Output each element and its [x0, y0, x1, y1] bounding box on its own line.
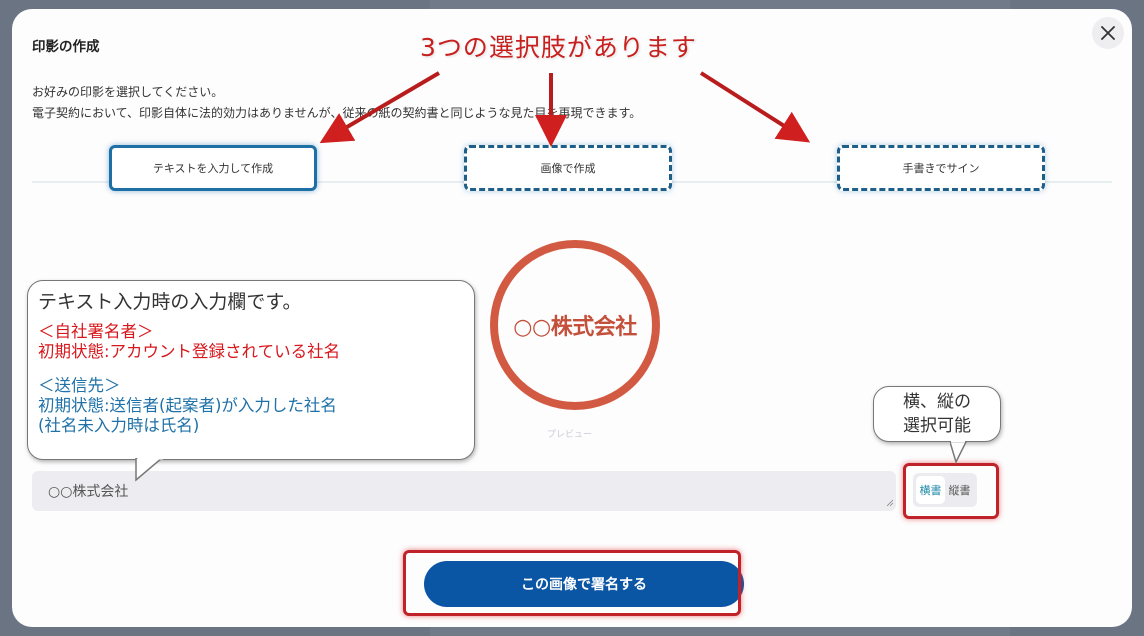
- sign-with-image-button[interactable]: この画像で署名する: [424, 561, 744, 607]
- modal-description: お好みの印影を選択してください。 電子契約において、印影自体に法的効力はありませ…: [32, 82, 641, 124]
- stamp-preview: ○○株式会社: [490, 240, 660, 410]
- description-line: お好みの印影を選択してください。: [32, 85, 224, 99]
- stamp-creation-modal: 印影の作成 お好みの印影を選択してください。 電子契約において、印影自体に法的効…: [12, 9, 1132, 627]
- close-icon: [1101, 26, 1115, 40]
- orientation-vertical-button[interactable]: 縦書: [948, 484, 971, 497]
- tab-image[interactable]: 画像で作成: [464, 145, 672, 191]
- arrow-icon: [319, 71, 811, 147]
- bubble-line: 横、縦の: [903, 392, 971, 412]
- bubble-tail-icon: [135, 458, 164, 482]
- annotation-headline: 3つの選択肢があります: [420, 33, 697, 62]
- preview-label: プレビュー: [547, 430, 593, 440]
- recipient-heading: ＜送信先＞: [38, 376, 121, 395]
- annotation-bubble-orientation: 横、縦の 選択可能: [873, 386, 1001, 442]
- tab-label: テキストを入力して作成: [152, 162, 274, 175]
- self-signer-heading: ＜自社署名者＞: [38, 322, 154, 341]
- tab-handwriting[interactable]: 手書きでサイン: [837, 145, 1045, 191]
- orientation-toggle: 横書 縦書: [913, 473, 977, 507]
- close-button[interactable]: [1092, 17, 1124, 49]
- submit-highlight-frame: [403, 550, 741, 616]
- modal-title: 印影の作成: [32, 39, 100, 55]
- self-signer-text: 初期状態:アカウント登録されている社名: [38, 342, 341, 361]
- description-line: 電子契約において、印影自体に法的効力はありませんが、従来の紙の契約書と同じような…: [32, 106, 642, 120]
- resize-handle-icon[interactable]: [886, 499, 894, 507]
- tab-text-input[interactable]: テキストを入力して作成: [109, 145, 317, 191]
- recipient-note: (社名未入力時は氏名): [38, 416, 200, 435]
- stamp-preview-text: ○○株式会社: [513, 315, 637, 340]
- tab-label: 手書きでサイン: [902, 162, 980, 175]
- bubble-line: 選択可能: [903, 416, 971, 436]
- stamp-text-input[interactable]: ○○株式会社: [32, 471, 896, 511]
- annotation-bubble-input: テキスト入力時の入力欄です。 ＜自社署名者＞ 初期状態:アカウント登録されている…: [27, 280, 475, 460]
- stamp-text-input-value: ○○株式会社: [48, 484, 129, 500]
- orientation-horizontal-button[interactable]: 横書: [916, 476, 945, 504]
- bubble-tail-icon: [950, 440, 968, 464]
- orientation-highlight-frame: [903, 463, 999, 519]
- bubble-title: テキスト入力時の入力欄です。: [38, 291, 302, 313]
- tab-label: 画像で作成: [540, 162, 596, 175]
- recipient-text: 初期状態:送信者(起案者)が入力した社名: [38, 396, 337, 415]
